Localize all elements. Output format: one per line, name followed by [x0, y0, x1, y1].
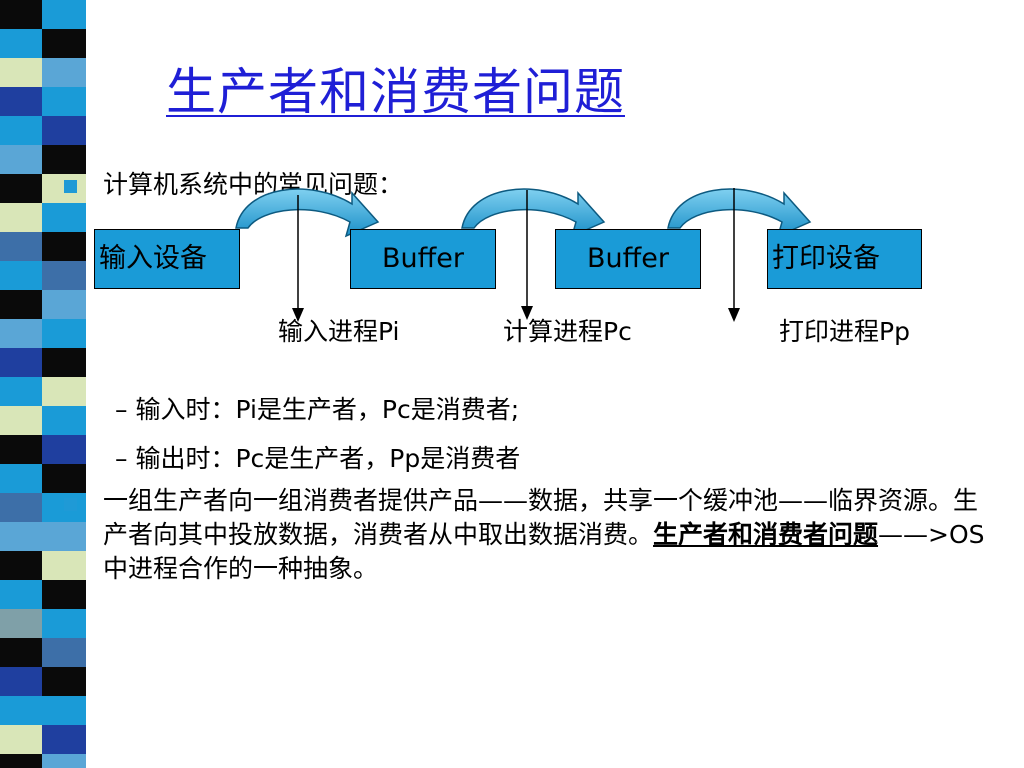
- strip-block: [42, 377, 86, 406]
- strip-block: [0, 551, 42, 580]
- process-label-pp: 打印进程Pp: [779, 317, 910, 346]
- strip-block: [0, 0, 42, 29]
- strip-block: [0, 116, 42, 145]
- strip-block: [0, 348, 42, 377]
- decorative-left-strip: [0, 0, 86, 768]
- strip-block: [0, 667, 42, 696]
- strip-block: [42, 435, 86, 464]
- strip-block: [0, 203, 42, 232]
- strip-block: [42, 116, 86, 145]
- strip-block: [0, 580, 42, 609]
- strip-block: [0, 29, 42, 58]
- strip-block: [0, 290, 42, 319]
- strip-block: [0, 232, 42, 261]
- box-buffer-2: Buffer: [555, 229, 701, 289]
- strip-block: [42, 58, 86, 87]
- strip-block: [0, 609, 42, 638]
- strip-block: [0, 754, 42, 768]
- strip-block: [42, 638, 86, 667]
- strip-block: [0, 522, 42, 551]
- strip-block: [0, 87, 42, 116]
- strip-block: [0, 435, 42, 464]
- strip-block: [42, 232, 86, 261]
- arrowhead-pp: [728, 308, 740, 322]
- strip-block: [42, 203, 86, 232]
- strip-block: [0, 377, 42, 406]
- strip-block: [42, 522, 86, 551]
- strip-block: [42, 145, 86, 174]
- strip-block: [42, 667, 86, 696]
- curved-arrow-2: [461, 188, 606, 238]
- curved-arrow-1: [235, 188, 380, 238]
- strip-block: [0, 464, 42, 493]
- curved-arrow-3: [667, 188, 812, 238]
- strip-block: [0, 58, 42, 87]
- strip-block: [0, 696, 42, 725]
- slide-title: 生产者和消费者问题: [166, 63, 625, 121]
- strip-block: [0, 319, 42, 348]
- strip-block: [42, 290, 86, 319]
- strip-block: [42, 754, 86, 768]
- bullet-marker-1: [64, 180, 77, 193]
- paragraph-text-2: ——>OS中进程合作的一种抽象。: [103, 520, 985, 583]
- paragraph-text-1: 一组生产者向一组消费者提供产品——数据，共享一个缓冲池——临界资源。生产者向其中…: [103, 486, 979, 549]
- strip-block: [42, 29, 86, 58]
- strip-block: [0, 493, 42, 522]
- strip-block: [42, 609, 86, 638]
- strip-block: [42, 87, 86, 116]
- arrowhead-pc: [521, 306, 533, 320]
- strip-block: [0, 406, 42, 435]
- bullet-marker-2: [64, 498, 77, 511]
- strip-block: [42, 464, 86, 493]
- description-paragraph: 一组生产者向一组消费者提供产品——数据，共享一个缓冲池——临界资源。生产者向其中…: [103, 484, 998, 586]
- strip-block: [0, 174, 42, 203]
- strip-block: [42, 725, 86, 754]
- box-buffer-1: Buffer: [350, 229, 496, 289]
- paragraph-emphasis: 生产者和消费者问题: [653, 520, 879, 549]
- strip-block: [42, 580, 86, 609]
- sub-point-2: – 输出时：Pc是生产者，Pp是消费者: [115, 444, 521, 473]
- strip-block: [42, 0, 86, 29]
- strip-block: [0, 145, 42, 174]
- strip-block: [0, 261, 42, 290]
- strip-block: [42, 696, 86, 725]
- box-input-device: 输入设备: [94, 229, 240, 289]
- arrowhead-pi: [292, 308, 304, 322]
- strip-block: [42, 551, 86, 580]
- box-print-device: 打印设备: [767, 229, 922, 289]
- strip-block: [42, 319, 86, 348]
- strip-block: [0, 638, 42, 667]
- strip-block: [0, 725, 42, 754]
- strip-block: [42, 348, 86, 377]
- process-label-pc: 计算进程Pc: [503, 317, 632, 346]
- process-label-pi: 输入进程Pi: [278, 317, 400, 346]
- sub-point-1: – 输入时：Pi是生产者，Pc是消费者;: [115, 395, 520, 424]
- strip-block: [42, 261, 86, 290]
- strip-block: [42, 406, 86, 435]
